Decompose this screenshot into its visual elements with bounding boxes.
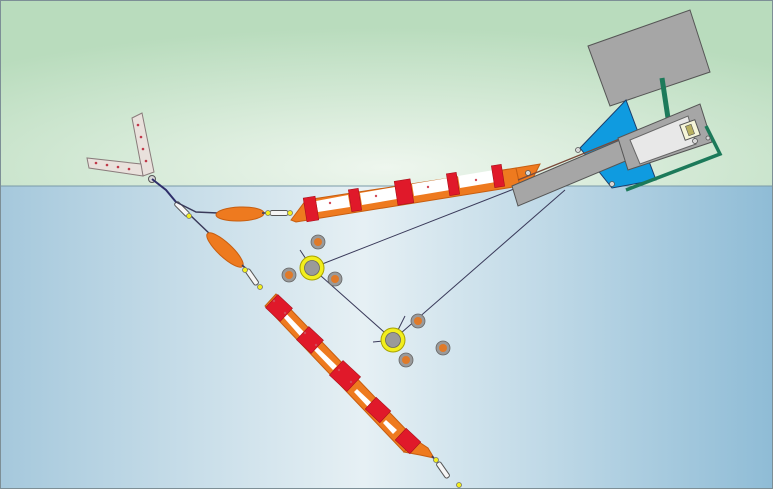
anchor-tether (151, 178, 177, 203)
shackle (265, 210, 271, 216)
boom-red-floats (302, 164, 506, 223)
anchor-buoys (281, 234, 451, 368)
shore-anchor (86, 112, 177, 203)
boom-red-floats (265, 294, 422, 455)
shackle (287, 210, 293, 216)
vessel-boom-arm (517, 137, 623, 181)
vessel-bolts (525, 135, 711, 187)
boom-white-panels (316, 170, 496, 212)
connector-link (436, 461, 450, 479)
vessel (511, 9, 723, 207)
shackle (456, 482, 462, 488)
lower-boom (174, 201, 462, 488)
shackle (186, 213, 192, 219)
shackle (433, 457, 439, 463)
vessel-engine-box (629, 115, 697, 165)
vessel-guard-rail (625, 125, 723, 192)
anchor-bolts (94, 123, 148, 171)
connector-link (269, 210, 289, 216)
marker-buoys (281, 234, 451, 368)
upper-boom-tow-line (175, 201, 219, 214)
shackle (257, 284, 263, 290)
upper-boom (175, 163, 541, 223)
vessel-mast (659, 77, 671, 119)
vessel-cabin-roof (587, 9, 711, 107)
anchor-plate-upright (131, 112, 155, 177)
shackle (242, 267, 248, 273)
anchor-plate-crossbar (86, 157, 144, 177)
